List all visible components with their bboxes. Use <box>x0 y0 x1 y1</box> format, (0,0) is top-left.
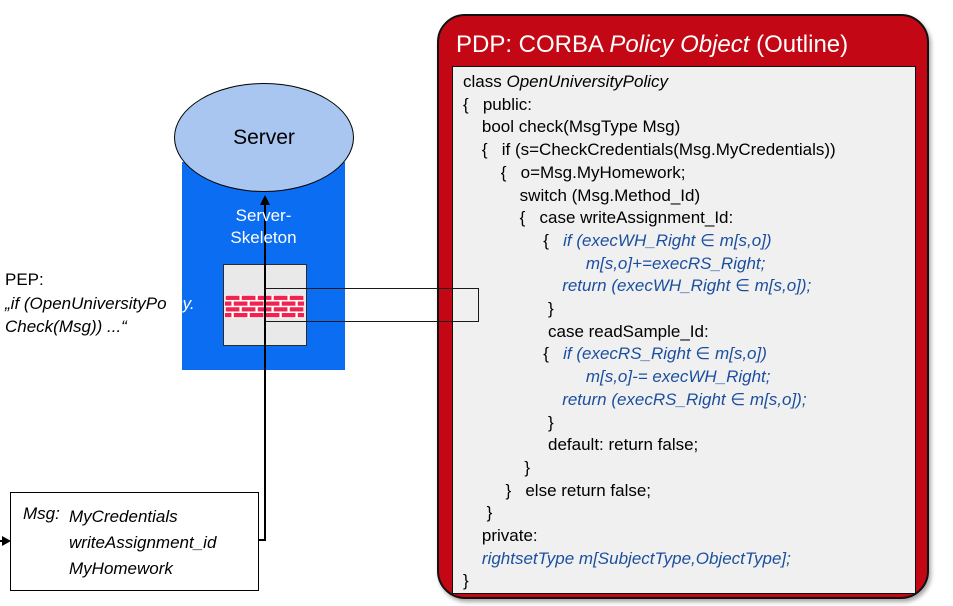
msg-label: Msg: <box>23 504 60 523</box>
server-skeleton-label-line1: Server- <box>235 206 292 225</box>
code-line: { if (s=CheckCredentials(Msg.MyCredentia… <box>463 140 836 160</box>
msg-items: MyCredentials writeAssignment_id MyHomew… <box>69 504 216 582</box>
server-ellipse: Server <box>174 83 354 192</box>
code-line: } <box>463 457 531 477</box>
pdp-title: PDP: CORBA Policy Object (Outline) <box>456 31 916 59</box>
code-line: class OpenUniversityPolicy <box>463 72 669 91</box>
pep-quote-line2: Check(Msg)) ...“ <box>5 317 127 336</box>
msg-item-homework: MyHomework <box>69 559 173 578</box>
pep-quote-line1-white: licy. <box>166 293 195 313</box>
pep-label: PEP: <box>5 270 44 289</box>
server-label: Server <box>233 125 295 149</box>
code-line: default: return false; <box>463 435 699 455</box>
code-line: bool check(MsgType Msg) <box>463 117 681 137</box>
code-line: } else return false; <box>463 480 652 500</box>
code-line: return (execWH_Right ∈ m[s,o]); <box>562 276 812 296</box>
pdp-code-panel: class OpenUniversityPolicy { public: bool… <box>452 66 916 594</box>
code-line: } <box>463 412 554 432</box>
msg-box: Msg: MyCredentials writeAssignment_id My… <box>10 492 259 591</box>
msg-item-credentials: MyCredentials <box>69 507 178 526</box>
code-line: { if (execWH_Right ∈ m[s,o]) <box>463 230 772 250</box>
server-skeleton-label-line2: Skeleton <box>230 228 297 247</box>
code-line: } <box>463 503 493 523</box>
code-line: } <box>463 299 554 319</box>
pdp-title-suffix: (Outline) <box>749 31 849 58</box>
pep-quote-line1-black: „if (OpenUniversityPo <box>5 293 167 313</box>
pdp-code: class OpenUniversityPolicy { public: bool… <box>463 71 915 593</box>
code-line: { public: <box>463 94 532 114</box>
incoming-msg-arrowhead-icon <box>2 535 11 546</box>
code-line: { if (execRS_Right ∈ m[s,o]) <box>463 344 767 364</box>
pep-annotation: PEP: „if (OpenUniversityPolicy. Check(Ms… <box>5 268 285 339</box>
code-line: } <box>463 571 469 591</box>
code-line: { o=Msg.MyHomework; <box>463 162 686 182</box>
msg-to-server-line <box>264 203 266 540</box>
code-line: switch (Msg.Method_Id) <box>463 185 701 205</box>
code-line: m[s,o]-= execWH_Right; <box>585 367 771 387</box>
code-line: case readSample_Id: <box>463 321 709 341</box>
code-line: { case writeAssignment_Id: <box>463 208 734 228</box>
up-arrowhead-icon <box>260 195 270 205</box>
code-line: private: <box>463 526 538 546</box>
msg-item-method: writeAssignment_id <box>69 533 217 552</box>
code-line: rightsetType m[SubjectType,ObjectType]; <box>481 548 791 568</box>
msg-to-server-line-jog <box>256 539 266 541</box>
server-skeleton-label: Server- Skeleton <box>182 205 345 249</box>
code-line: m[s,o]+=execRS_Right; <box>585 253 766 273</box>
pep-quote-line1: „if (OpenUniversityPolicy. <box>5 292 285 316</box>
pdp-title-italic: Policy Object <box>609 31 750 58</box>
pdp-title-prefix: PDP: CORBA <box>456 31 610 58</box>
code-line: return (execRS_Right ∈ m[s,o]); <box>562 389 807 409</box>
